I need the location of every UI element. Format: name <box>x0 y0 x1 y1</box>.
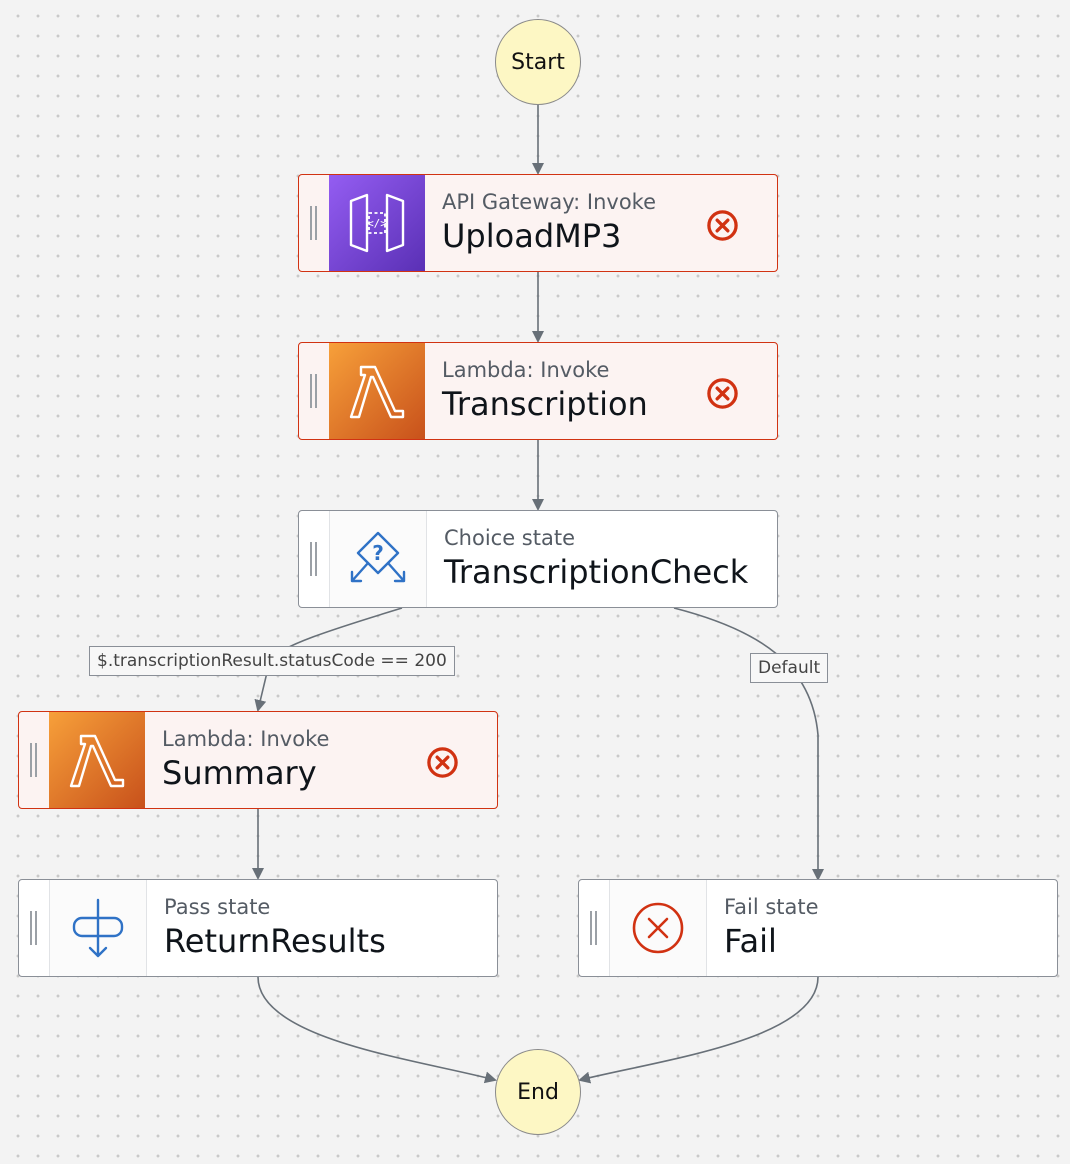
state-type-label: Lambda: Invoke <box>442 358 610 382</box>
edge-label-success[interactable]: $.transcriptionResult.statusCode == 200 <box>89 646 455 676</box>
state-type-label: Lambda: Invoke <box>162 727 330 751</box>
error-icon <box>707 210 738 241</box>
drag-handle[interactable] <box>19 712 49 808</box>
edge-label-default[interactable]: Default <box>750 653 829 683</box>
edge-return-end <box>257 976 497 1084</box>
end-label: End <box>517 1079 559 1105</box>
drag-handle[interactable] <box>299 175 329 271</box>
state-transcription[interactable]: Lambda: Invoke Transcription <box>298 342 778 440</box>
state-fail[interactable]: Fail state Fail <box>578 879 1058 977</box>
api-gateway-icon: </> <box>329 175 425 271</box>
state-name: Transcription <box>442 385 648 423</box>
state-type-label: Fail state <box>724 895 819 919</box>
svg-text:</>: </> <box>367 217 387 230</box>
drag-handle[interactable] <box>19 880 49 976</box>
state-type-label: API Gateway: Invoke <box>442 190 656 214</box>
edge-fail-end <box>578 976 819 1084</box>
state-name: Summary <box>162 754 317 792</box>
error-icon <box>427 747 458 778</box>
state-type-label: Choice state <box>444 526 575 550</box>
end-node[interactable]: End <box>495 1049 581 1135</box>
drag-handle[interactable] <box>579 880 609 976</box>
svg-text:?: ? <box>372 541 384 565</box>
state-name: Fail <box>724 922 777 960</box>
state-summary[interactable]: Lambda: Invoke Summary <box>18 711 498 809</box>
state-name: ReturnResults <box>164 922 386 960</box>
drag-handle[interactable] <box>299 343 329 439</box>
state-transcription-check[interactable]: ? Choice state TranscriptionCheck <box>298 510 778 608</box>
error-icon <box>707 378 738 409</box>
state-type-label: Pass state <box>164 895 271 919</box>
choice-icon: ? <box>329 511 427 607</box>
edge-check-fail <box>673 607 824 881</box>
drag-handle[interactable] <box>299 511 329 607</box>
state-upload-mp3[interactable]: </> API Gateway: Invoke UploadMP3 <box>298 174 778 272</box>
start-node[interactable]: Start <box>495 19 581 105</box>
pass-icon <box>49 880 147 976</box>
state-name: TranscriptionCheck <box>444 553 749 591</box>
state-name: UploadMP3 <box>442 217 622 255</box>
start-label: Start <box>511 49 565 75</box>
state-return-results[interactable]: Pass state ReturnResults <box>18 879 498 977</box>
fail-icon <box>609 880 707 976</box>
lambda-icon <box>329 343 425 439</box>
lambda-icon <box>49 712 145 808</box>
